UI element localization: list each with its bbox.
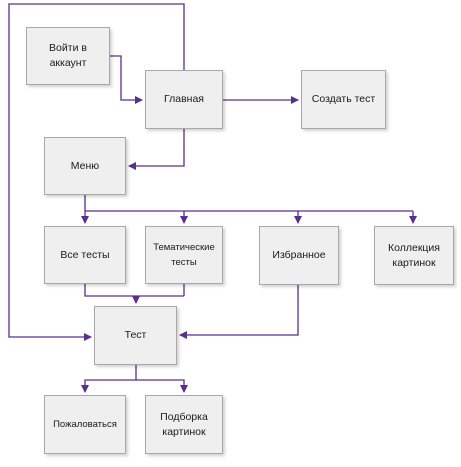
create-test-node[interactable]: Создать тест <box>301 70 386 129</box>
edge-home-test-loop <box>8 3 185 341</box>
image-selection-label: Подборка картинок <box>160 410 208 438</box>
favorites-node[interactable]: Избранное <box>259 226 339 285</box>
edge-favorites-test <box>179 285 299 339</box>
test-label: Тест <box>124 329 147 341</box>
image-collection-label: Коллекция картинок <box>388 241 440 269</box>
test-node[interactable]: Тест <box>94 306 177 365</box>
report-node[interactable]: Пожаловаться <box>44 395 126 454</box>
image-selection-node[interactable]: Подборка картинок <box>145 395 223 454</box>
create-test-label: Создать тест <box>311 93 376 105</box>
edge-test-bus <box>81 365 137 393</box>
connectors <box>8 3 417 393</box>
home-node[interactable]: Главная <box>145 70 223 129</box>
login-label: Войти в аккаунт <box>49 42 87 69</box>
edge-login-home <box>110 55 143 104</box>
thematic-tests-node[interactable]: Тематические тесты <box>145 226 223 284</box>
edge-home-menu <box>128 129 185 170</box>
home-label: Главная <box>164 93 204 105</box>
all-tests-node[interactable]: Все тесты <box>44 226 126 284</box>
favorites-label: Избранное <box>272 249 326 261</box>
menu-label: Меню <box>70 159 100 172</box>
edge-all-tests-test <box>84 284 184 297</box>
image-collection-node[interactable]: Коллекция картинок <box>374 226 454 285</box>
report-label: Пожаловаться <box>53 419 117 430</box>
thematic-tests-label: Тематические тесты <box>153 242 215 268</box>
menu-node[interactable]: Меню <box>44 137 126 195</box>
login-node[interactable]: Войти в аккаунт <box>26 27 110 85</box>
all-tests-label: Все тесты <box>60 248 110 261</box>
edge-test-image-selection <box>136 379 188 393</box>
